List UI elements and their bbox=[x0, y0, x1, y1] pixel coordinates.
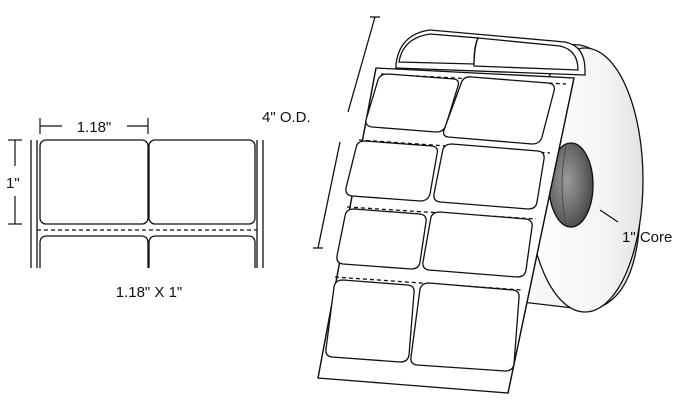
size-caption: 1.18" X 1" bbox=[116, 284, 183, 301]
roll-label-r2-left bbox=[345, 140, 439, 202]
label-bottom-left bbox=[39, 235, 149, 268]
label-top-right bbox=[148, 139, 256, 225]
roll-label-r1-right bbox=[442, 76, 556, 145]
roll-label-r1-left bbox=[365, 73, 460, 133]
roll-label-r4-left bbox=[325, 279, 415, 363]
core-inner-edge bbox=[561, 145, 567, 225]
roll-label-r2-right bbox=[433, 143, 545, 210]
roll-label-r3-left bbox=[336, 208, 427, 270]
height-dimension bbox=[8, 139, 22, 225]
width-label: 1.18" bbox=[77, 119, 112, 136]
roll-top-label-right bbox=[473, 37, 579, 71]
liner-right-edge-roll bbox=[507, 77, 575, 394]
od-dimension bbox=[313, 16, 380, 249]
label-top-left bbox=[39, 139, 149, 225]
roll-label-r3-right bbox=[422, 211, 533, 278]
roll-label-r4-right bbox=[410, 282, 520, 372]
od-label: 4" O.D. bbox=[262, 109, 311, 126]
height-label: 1" bbox=[6, 175, 20, 192]
width-dimension bbox=[39, 118, 149, 134]
roll-perforation-2 bbox=[358, 139, 551, 154]
label-bottom-right bbox=[148, 235, 256, 268]
core-leader-line bbox=[599, 209, 619, 223]
label-roll bbox=[317, 29, 644, 394]
core-label: 1" Core bbox=[622, 229, 672, 246]
flat-label-view bbox=[30, 139, 264, 268]
